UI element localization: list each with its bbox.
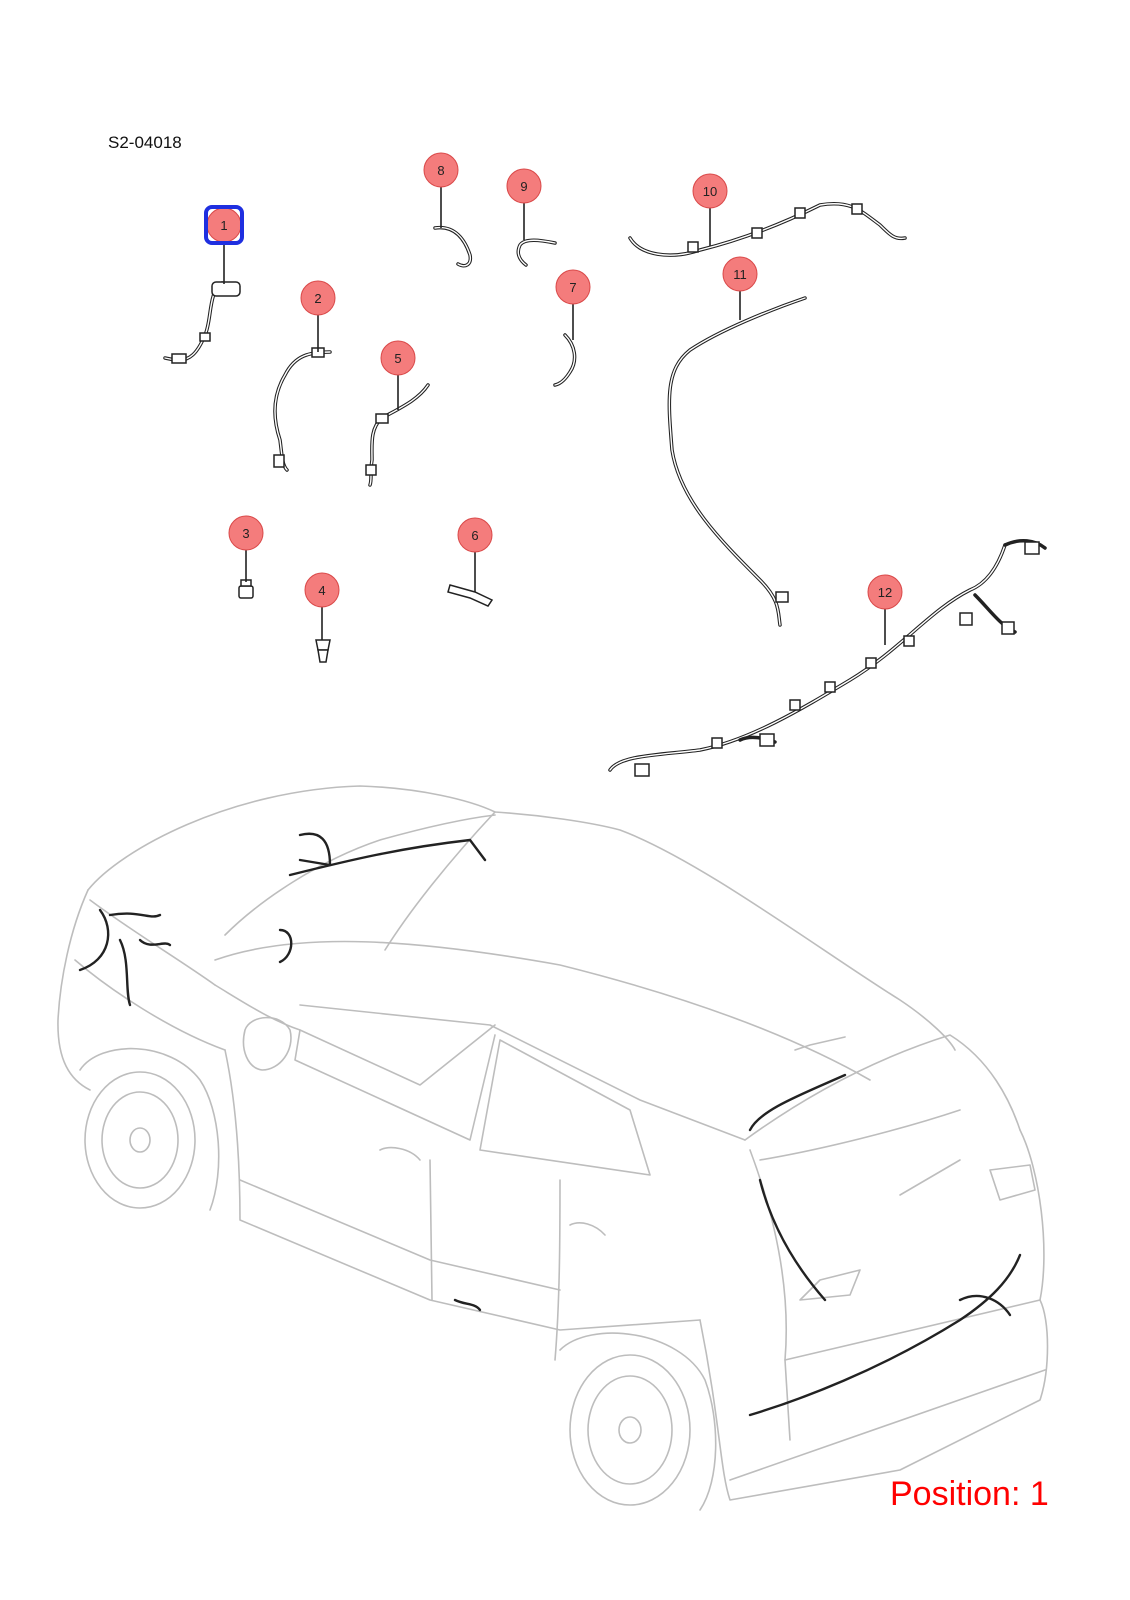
callout-label-10: 10 (703, 184, 717, 199)
callout-bubble-3[interactable] (228, 515, 264, 551)
part-7-harness (553, 333, 577, 387)
part-10-harness (628, 202, 907, 257)
callout-label-5: 5 (394, 351, 401, 366)
part-9-harness (516, 238, 557, 267)
part-4-clip (315, 639, 331, 663)
callout-label-11: 11 (733, 267, 747, 282)
callout-label-3: 3 (242, 526, 249, 541)
part-11-harness (667, 296, 807, 627)
callout-bubble-7[interactable] (555, 269, 591, 305)
callout-label-4: 4 (318, 583, 325, 598)
callout-label-9: 9 (520, 179, 527, 194)
callout-4[interactable]: 4 (304, 572, 340, 640)
callout-6[interactable]: 6 (457, 517, 493, 592)
callout-bubble-8[interactable] (423, 152, 459, 188)
vehicle-illustration (57, 785, 1049, 1511)
callout-7[interactable]: 7 (555, 269, 591, 340)
diagram-code: S2-04018 (108, 133, 182, 152)
callout-bubble-10[interactable] (692, 173, 728, 209)
part-2-harness (273, 347, 332, 472)
callout-label-8: 8 (437, 163, 444, 178)
callout-label-1: 1 (220, 218, 227, 233)
callout-bubble-5[interactable] (380, 340, 416, 376)
callout-10[interactable]: 10 (692, 173, 728, 246)
callout-bubble-4[interactable] (304, 572, 340, 608)
selected-callout-outline (204, 205, 244, 245)
callout-3[interactable]: 3 (228, 515, 264, 582)
callout-label-6: 6 (471, 528, 478, 543)
callout-label-12: 12 (878, 585, 892, 600)
callout-9[interactable]: 9 (506, 168, 542, 240)
callout-bubble-9[interactable] (506, 168, 542, 204)
callout-11[interactable]: 11 (722, 256, 758, 320)
callout-2[interactable]: 2 (300, 280, 336, 352)
callout-bubble-11[interactable] (722, 256, 758, 292)
part-6-bracket (447, 584, 494, 607)
part-3-nut (238, 579, 254, 599)
callout-bubble-12[interactable] (867, 574, 903, 610)
part-8-harness (433, 225, 473, 268)
callout-label-2: 2 (314, 291, 321, 306)
part-12-harness (608, 539, 1047, 777)
position-label: Position: 1 (890, 1475, 1049, 1513)
callout-8[interactable]: 8 (423, 152, 459, 228)
callout-bubble-6[interactable] (457, 517, 493, 553)
part-1-harness (163, 281, 241, 364)
callout-12[interactable]: 12 (867, 574, 903, 645)
callout-5[interactable]: 5 (380, 340, 416, 410)
part-5-harness (365, 383, 430, 487)
callout-label-7: 7 (569, 280, 576, 295)
callout-1[interactable]: 1 (204, 205, 244, 284)
callout-bubble-2[interactable] (300, 280, 336, 316)
vehicle-wiring (78, 832, 1022, 1417)
